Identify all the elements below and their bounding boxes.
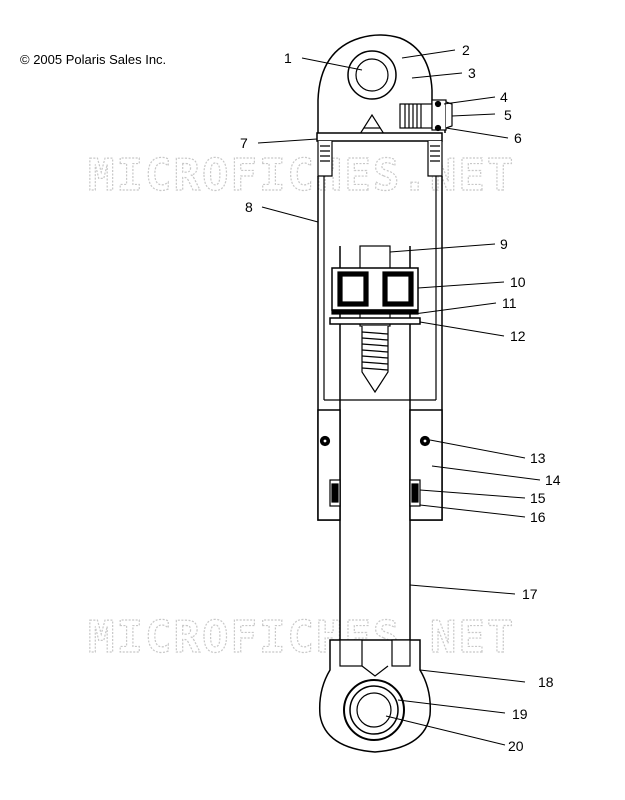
callout-20: 20 — [508, 738, 524, 754]
callout-3: 3 — [468, 65, 476, 81]
callout-4: 4 — [500, 89, 508, 105]
callout-9: 9 — [500, 236, 508, 252]
top-bushing-inner — [355, 58, 389, 92]
callout-7: 7 — [240, 135, 248, 151]
adjuster-valve — [399, 99, 453, 132]
callout-10: 10 — [510, 274, 526, 290]
callout-2: 2 — [462, 42, 470, 58]
callout-18: 18 — [538, 674, 554, 690]
callout-8: 8 — [245, 199, 253, 215]
cap-collar — [317, 141, 443, 177]
callout-17: 17 — [522, 586, 538, 602]
watermark-top: MICROFICHES.NET — [88, 150, 515, 201]
cap-plate — [316, 132, 443, 142]
body-tube — [317, 176, 443, 410]
callout-15: 15 — [530, 490, 546, 506]
callout-6: 6 — [514, 130, 522, 146]
callout-numbers: 1 2 3 4 5 6 7 8 9 10 11 12 13 14 15 16 1… — [240, 42, 561, 754]
seal-head — [317, 409, 443, 521]
leader-lines — [257, 49, 541, 746]
callout-1: 1 — [284, 50, 292, 66]
callout-11: 11 — [502, 295, 517, 311]
callout-5: 5 — [504, 107, 512, 123]
callout-14: 14 — [545, 472, 561, 488]
piston-assembly — [329, 267, 421, 325]
callout-13: 13 — [530, 450, 546, 466]
threaded-stud — [361, 326, 389, 394]
copyright-notice: © 2005 Polaris Sales Inc. — [20, 52, 167, 67]
callout-12: 12 — [510, 328, 526, 344]
watermark-bottom: MICROFICHES.NET — [88, 612, 515, 663]
callout-19: 19 — [512, 706, 528, 722]
bottom-eyelet — [318, 639, 432, 753]
callout-16: 16 — [530, 509, 546, 525]
